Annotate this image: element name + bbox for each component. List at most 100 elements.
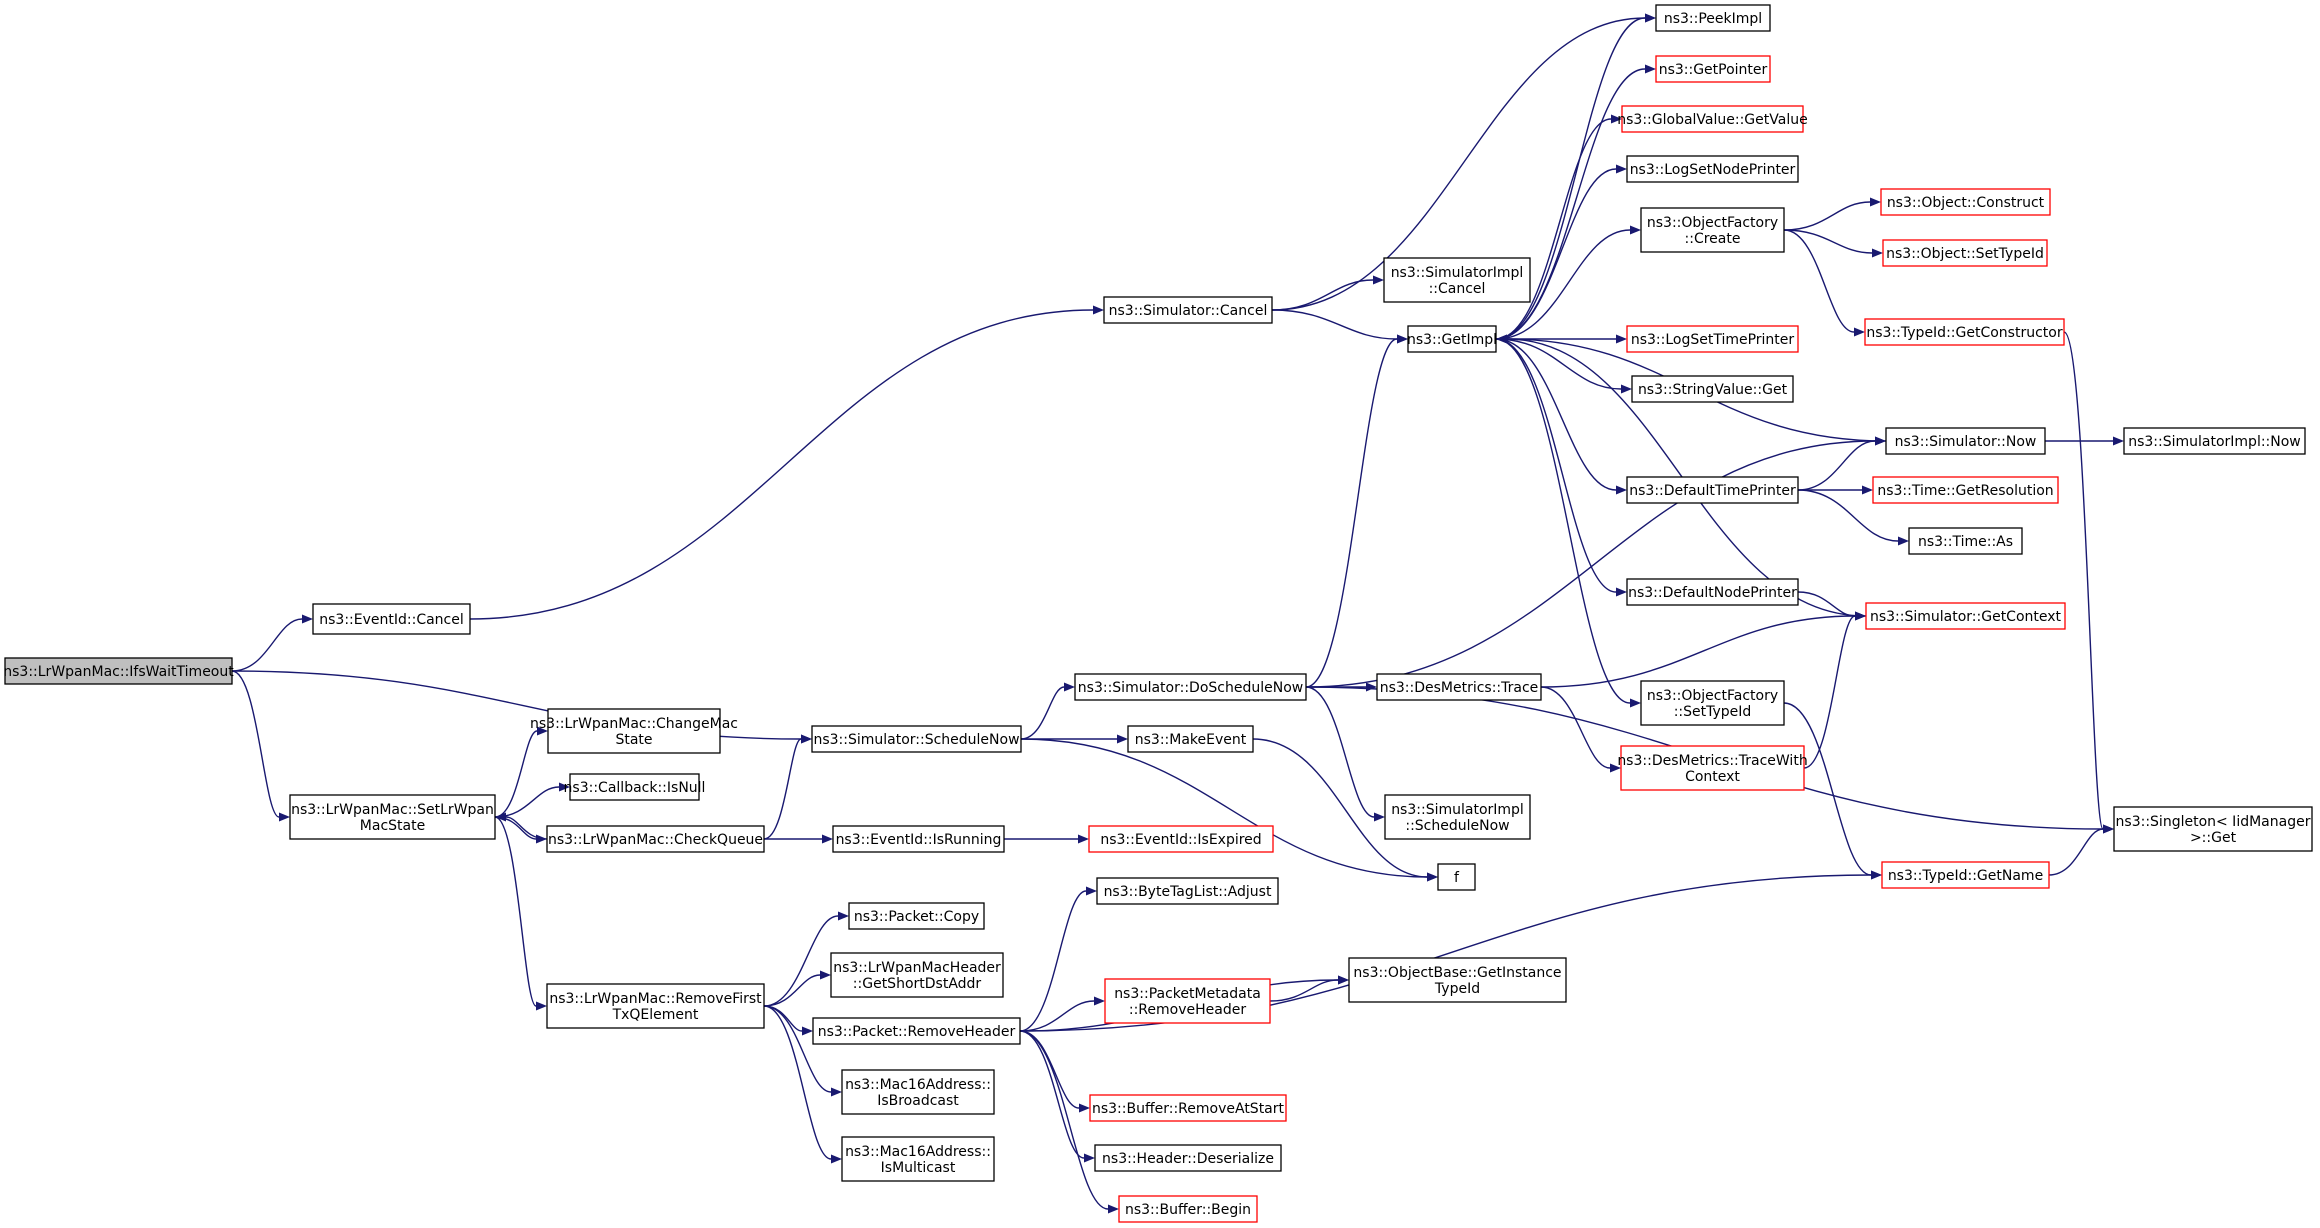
node-sim_getcontext[interactable]: ns3::Simulator::GetContext (1865, 602, 2066, 630)
node-box-defaulttimeprinter[interactable] (1626, 476, 1799, 504)
node-box-peekimpl[interactable] (1655, 4, 1771, 32)
node-peekimpl[interactable]: ns3::PeekImpl (1655, 4, 1771, 32)
node-box-defaultnodeprinter[interactable] (1626, 578, 1799, 606)
node-box-objectbase_getinstancetypeid[interactable] (1348, 957, 1567, 1003)
node-time_getresolution[interactable]: ns3::Time::GetResolution (1872, 476, 2059, 504)
node-box-mac16_ismulticast[interactable] (841, 1136, 995, 1182)
node-of_settypeid[interactable]: ns3::ObjectFactory::SetTypeId (1640, 680, 1785, 726)
node-box-setlrwpanmacstate[interactable] (289, 794, 496, 840)
node-box-packet_copy[interactable] (848, 902, 985, 930)
node-box-sim_getcontext[interactable] (1865, 602, 2066, 630)
node-bytetaglist_adjust[interactable]: ns3::ByteTagList::Adjust (1096, 877, 1279, 905)
node-eventid_cancel[interactable]: ns3::EventId::Cancel (312, 603, 471, 635)
node-mac16_isbroadcast[interactable]: ns3::Mac16Address::IsBroadcast (841, 1069, 995, 1115)
node-box-header_deserialize[interactable] (1094, 1144, 1282, 1172)
node-callback_isnull[interactable]: ns3::Callback::IsNull (564, 773, 706, 801)
node-box-logsetnodeprinter[interactable] (1626, 155, 1799, 183)
node-box-buffer_begin[interactable] (1118, 1195, 1258, 1223)
node-box-changemacstate[interactable] (547, 708, 721, 754)
node-simimpl_schedulenow[interactable]: ns3::SimulatorImpl::ScheduleNow (1384, 794, 1531, 840)
node-box-callback_isnull[interactable] (569, 773, 700, 801)
node-buffer_removeatstart[interactable]: ns3::Buffer::RemoveAtStart (1089, 1094, 1287, 1122)
node-packetmetadata_removeheader[interactable]: ns3::PacketMetadata::RemoveHeader (1104, 978, 1271, 1024)
node-box-typeid_getconstructor[interactable] (1864, 318, 2065, 346)
node-stringvalue_get[interactable]: ns3::StringValue::Get (1631, 375, 1794, 403)
node-box-simimpl_schedulenow[interactable] (1384, 794, 1531, 840)
node-box-packetmetadata_removeheader[interactable] (1104, 978, 1271, 1024)
node-defaulttimeprinter[interactable]: ns3::DefaultTimePrinter (1626, 476, 1799, 504)
node-desmetrics_trace[interactable]: ns3::DesMetrics::Trace (1376, 673, 1542, 701)
node-box-time_as[interactable] (1908, 527, 2023, 555)
node-simimpl_now[interactable]: ns3::SimulatorImpl::Now (2123, 427, 2306, 455)
node-box-stringvalue_get[interactable] (1631, 375, 1794, 403)
node-packet_copy[interactable]: ns3::Packet::Copy (848, 902, 985, 930)
node-box-of_create[interactable] (1640, 207, 1785, 253)
node-time_as[interactable]: ns3::Time::As (1908, 527, 2023, 555)
node-gv_getvalue[interactable]: ns3::GlobalValue::GetValue (1617, 105, 1808, 133)
node-box-sim_now[interactable] (1885, 427, 2046, 455)
node-box-bytetaglist_adjust[interactable] (1096, 877, 1279, 905)
node-box-buffer_removeatstart[interactable] (1089, 1094, 1287, 1122)
node-buffer_begin[interactable]: ns3::Buffer::Begin (1118, 1195, 1258, 1223)
node-box-getimpl[interactable] (1407, 325, 1497, 353)
node-header_deserialize[interactable]: ns3::Header::Deserialize (1094, 1144, 1282, 1172)
node-box-singleton_get[interactable] (2113, 806, 2313, 852)
node-box-simimpl_now[interactable] (2123, 427, 2306, 455)
node-logsetnodeprinter[interactable]: ns3::LogSetNodePrinter (1626, 155, 1799, 183)
node-sim_doschedulenow[interactable]: ns3::Simulator::DoScheduleNow (1074, 673, 1307, 701)
node-simimpl_cancel[interactable]: ns3::SimulatorImpl::Cancel (1383, 257, 1531, 303)
node-box-checkqueue[interactable] (546, 825, 765, 853)
node-eventid_isrunning[interactable]: ns3::EventId::IsRunning (832, 825, 1005, 853)
node-box-lrwpanmacheader_getshortdst[interactable] (830, 952, 1004, 998)
node-box-ifs[interactable] (4, 657, 233, 685)
node-obj_construct[interactable]: ns3::Object::Construct (1880, 188, 2051, 216)
node-box-getpointer[interactable] (1655, 55, 1771, 83)
node-f[interactable]: f (1437, 863, 1476, 891)
node-logsettimeprinter[interactable]: ns3::LogSetTimePrinter (1626, 325, 1799, 353)
node-of_create[interactable]: ns3::ObjectFactory::Create (1640, 207, 1785, 253)
node-mac16_ismulticast[interactable]: ns3::Mac16Address::IsMulticast (841, 1136, 995, 1182)
node-box-gv_getvalue[interactable] (1621, 105, 1804, 133)
node-box-eventid_cancel[interactable] (312, 603, 471, 635)
node-packet_removeheader[interactable]: ns3::Packet::RemoveHeader (812, 1017, 1021, 1045)
node-lrwpanmacheader_getshortdst[interactable]: ns3::LrWpanMacHeader::GetShortDstAddr (830, 952, 1004, 998)
node-typeid_getconstructor[interactable]: ns3::TypeId::GetConstructor (1864, 318, 2065, 346)
node-box-obj_construct[interactable] (1880, 188, 2051, 216)
node-typeid_getname[interactable]: ns3::TypeId::GetName (1881, 861, 2050, 889)
node-obj_settypeid[interactable]: ns3::Object::SetTypeId (1882, 239, 2048, 267)
node-checkqueue[interactable]: ns3::LrWpanMac::CheckQueue (546, 825, 765, 853)
node-box-sim_schedulenow[interactable] (811, 725, 1022, 753)
node-box-simimpl_cancel[interactable] (1383, 257, 1531, 303)
node-box-f[interactable] (1437, 863, 1476, 891)
node-box-typeid_getname[interactable] (1881, 861, 2050, 889)
node-sim_now[interactable]: ns3::Simulator::Now (1885, 427, 2046, 455)
node-box-sim_doschedulenow[interactable] (1074, 673, 1307, 701)
node-box-packet_removeheader[interactable] (812, 1017, 1021, 1045)
node-getimpl[interactable]: ns3::GetImpl (1407, 325, 1497, 353)
node-box-of_settypeid[interactable] (1640, 680, 1785, 726)
node-eventid_isexpired[interactable]: ns3::EventId::IsExpired (1088, 825, 1274, 853)
node-box-desmetrics_trace[interactable] (1376, 673, 1542, 701)
node-box-eventid_isrunning[interactable] (832, 825, 1005, 853)
node-sim_schedulenow[interactable]: ns3::Simulator::ScheduleNow (811, 725, 1022, 753)
node-box-makeevent[interactable] (1127, 725, 1254, 753)
node-makeevent[interactable]: ns3::MakeEvent (1127, 725, 1254, 753)
node-sim_cancel[interactable]: ns3::Simulator::Cancel (1103, 296, 1273, 324)
node-getpointer[interactable]: ns3::GetPointer (1655, 55, 1771, 83)
node-box-removefirsttxq[interactable] (546, 983, 765, 1029)
node-box-obj_settypeid[interactable] (1882, 239, 2048, 267)
node-ifs[interactable]: ns3::LrWpanMac::IfsWaitTimeout (3, 657, 234, 685)
node-singleton_get[interactable]: ns3::Singleton< IidManager>::Get (2113, 806, 2313, 852)
node-box-mac16_isbroadcast[interactable] (841, 1069, 995, 1115)
node-box-desmetrics_tracewith[interactable] (1620, 745, 1805, 791)
node-box-sim_cancel[interactable] (1103, 296, 1273, 324)
node-defaultnodeprinter[interactable]: ns3::DefaultNodePrinter (1626, 578, 1799, 606)
node-box-time_getresolution[interactable] (1872, 476, 2059, 504)
node-box-logsettimeprinter[interactable] (1626, 325, 1799, 353)
node-box-eventid_isexpired[interactable] (1088, 825, 1274, 853)
